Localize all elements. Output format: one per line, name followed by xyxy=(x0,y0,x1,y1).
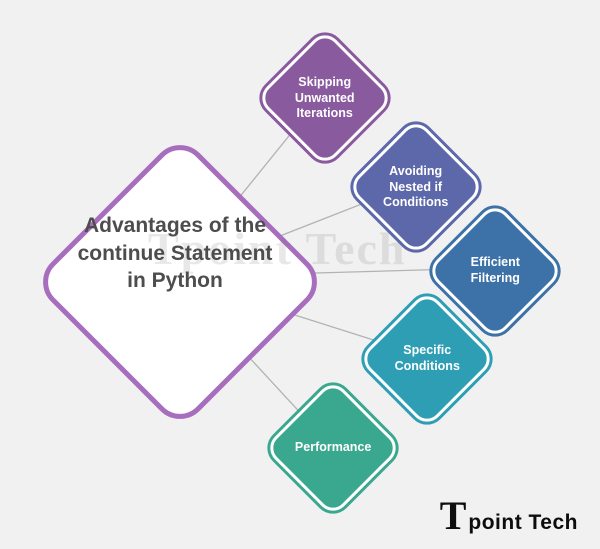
advantage-node-label: Performance xyxy=(294,440,372,455)
advantage-node-label: Efficient Filtering xyxy=(470,255,520,285)
tpointtech-logo-t-icon: T xyxy=(439,493,467,538)
tpointtech-logo-name: point Tech xyxy=(468,511,578,534)
diagram-title: Advantages of the continue Statement in … xyxy=(77,214,273,293)
advantage-node-label: Skipping Unwanted Iterations xyxy=(295,74,355,120)
advantage-node-label: Avoiding Nested if Conditions xyxy=(383,163,449,209)
tpointtech-logo: T point Tech xyxy=(440,496,578,536)
advantage-node-label: Specific Conditions xyxy=(394,343,460,373)
